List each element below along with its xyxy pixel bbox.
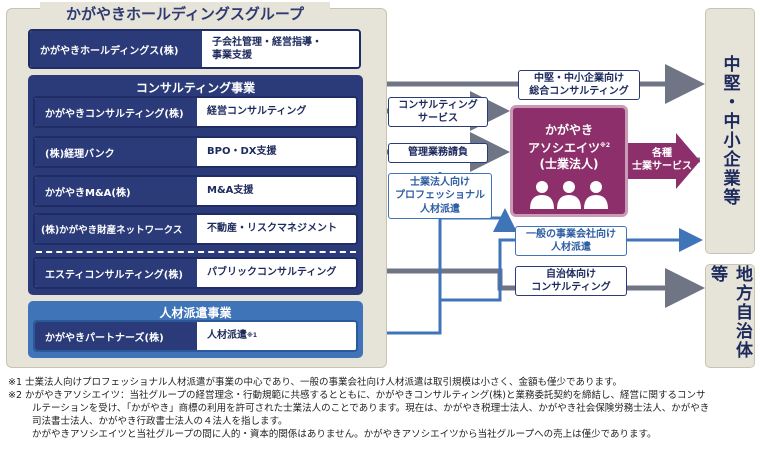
holdings-desc-line1: 子会社管理・経営指導・ <box>212 36 322 48</box>
target-municipal: 地方自治体等 <box>705 264 755 368</box>
service-line: 人材派遣 <box>420 203 460 215</box>
company-st-consulting: エスティコンサルティング(株) パブリックコンサルティング <box>33 257 358 289</box>
service-line: プロフェッショナル <box>395 190 485 202</box>
various-line: 各種 <box>652 148 672 159</box>
service-sme-consulting: 中堅・中小企業向け総合コンサルティング <box>518 70 640 100</box>
footnote-line: ※1 士業法人向けプロフェッショナル人材派遣が事業の中心であり、一般の事業会社向… <box>8 377 623 388</box>
company-holdings: かがやきホールディングス(株) 子会社管理・経営指導・事業支援 <box>28 29 361 69</box>
company-name: エスティコンサルティング(株) <box>35 259 197 287</box>
service-professional-staffing: 士業法人向けプロフェッショナル人材派遣 <box>388 173 492 219</box>
associates-line2: アソシエイツ <box>527 141 600 155</box>
company-holdings-desc: 子会社管理・経営指導・事業支援 <box>202 31 359 67</box>
footnotes: ※1 士業法人向けプロフェッショナル人材派遣が事業の中心であり、一般の事業会社向… <box>8 376 758 441</box>
company-name: かがやきパートナーズ(株) <box>35 322 197 350</box>
company-keiri-bank: (株)経理バンク BPO・DX支援 <box>33 136 358 168</box>
company-desc: 不動産・リスクマネジメント <box>197 215 356 243</box>
company-kagayaki-ma: かがやきM&A(株) M&A支援 <box>33 175 358 207</box>
staffing-section-title: 人材派遣事業 <box>159 306 232 320</box>
company-name: (株)経理バンク <box>35 138 197 166</box>
service-accounting-outsourcing: 管理業務請負 <box>388 143 488 163</box>
service-line: サービス <box>418 113 458 124</box>
service-line: 総合コンサルティング <box>529 86 629 97</box>
service-consulting: コンサルティングサービス <box>388 97 488 127</box>
associates-line2-wrap: アソシエイツ※2 <box>513 138 625 156</box>
staffing-desc: 人材派遣 <box>207 330 247 342</box>
various-services-arrow <box>628 133 700 189</box>
service-line: 士業法人向け <box>410 176 470 188</box>
various-services-label: 各種士業サービス <box>632 147 692 173</box>
various-line: 士業サービス <box>632 161 692 172</box>
service-municipal-consulting: 自治体向けコンサルティング <box>515 266 627 296</box>
service-line: コンサルティング <box>398 99 478 111</box>
consulting-section-title: コンサルティング事業 <box>135 81 256 95</box>
service-line: 一般の事業会社向け <box>526 228 616 240</box>
group-title: かがやきホールディングスグループ <box>40 2 330 26</box>
section-divider <box>36 251 356 253</box>
company-name: (株)かがやき財産ネットワークス <box>35 215 197 243</box>
company-kagayaki-consulting: かがやきコンサルティング(株) 経営コンサルティング <box>33 96 358 128</box>
footnote-line: かがやきアソシエイツと当社グループの間に人的・資本的関係はありません。かがやきア… <box>32 429 657 440</box>
target-municipal-label: 地方自治体等 <box>707 265 752 360</box>
company-desc: BPO・DX支援 <box>197 138 356 166</box>
target-sme: 中堅・中小企業等 <box>705 8 755 254</box>
company-desc: 人材派遣※1 <box>197 322 356 350</box>
holdings-desc-line2: 事業支援 <box>212 50 252 61</box>
service-line: 中堅・中小企業向け <box>534 72 624 84</box>
company-holdings-name: かがやきホールディングス(株) <box>30 31 202 67</box>
people-icon <box>530 181 608 209</box>
company-name: かがやきM&A(株) <box>35 177 197 205</box>
footnote-line: ※2 かがやきアソシエイツ：当社グループの経営理念・行動規範に共感するとともに、… <box>8 390 706 401</box>
company-zaisan-networks: (株)かがやき財産ネットワークス 不動産・リスクマネジメント <box>33 213 358 245</box>
service-line: 自治体向け <box>546 268 596 280</box>
associates-box: かがやき アソシエイツ※2 (士業法人) <box>510 105 628 217</box>
service-line: 人材派遣 <box>551 242 591 253</box>
note-mark-2: ※2 <box>600 142 611 149</box>
associates-line1: かがやき <box>544 123 593 137</box>
footnote-line: 司法書士法人、かがやき行政書士法人の４法人を指します。 <box>32 416 288 427</box>
company-kagayaki-partners: かがやきパートナーズ(株) 人材派遣※1 <box>33 320 358 352</box>
associates-line3: (士業法人) <box>539 157 599 171</box>
company-name: かがやきコンサルティング(株) <box>35 98 197 126</box>
company-desc: M&A支援 <box>197 177 356 205</box>
service-general-staffing: 一般の事業会社向け人材派遣 <box>515 226 627 256</box>
note-mark-1: ※1 <box>247 331 258 339</box>
target-sme-label: 中堅・中小企業等 <box>719 55 740 207</box>
company-desc: パブリックコンサルティング <box>197 259 356 287</box>
company-desc: 経営コンサルティング <box>197 98 356 126</box>
service-line: コンサルティング <box>531 282 611 293</box>
footnote-line: ルテーションを受け、「かがやき」商標の利用を許可された士業法人のことであります。… <box>32 403 710 414</box>
